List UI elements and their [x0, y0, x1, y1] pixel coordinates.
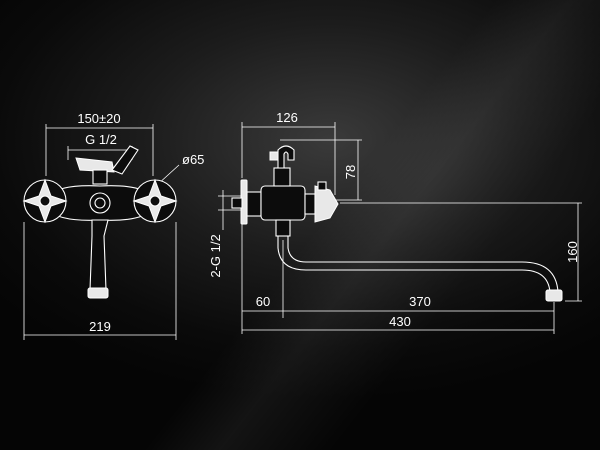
- dim-370-label: 370: [409, 294, 431, 309]
- shower-outlet: [111, 145, 139, 175]
- dim-430-label: 430: [389, 314, 411, 329]
- eccentric-connector: [246, 191, 262, 217]
- dim-150-label: 150±20: [77, 111, 120, 126]
- shower-holder: [277, 145, 295, 169]
- dim-diameter-label: ø65: [182, 152, 204, 167]
- side-view: 126 78 2-G 1/2: [208, 110, 582, 334]
- dim-126-label: 126: [276, 110, 298, 125]
- aerator: [87, 287, 109, 299]
- spout-swivel: [275, 219, 291, 237]
- dim-219-label: 219: [89, 319, 111, 334]
- diverter-knob: [269, 151, 279, 161]
- spout-aerator: [545, 289, 563, 302]
- spout-arm-inner: [287, 236, 559, 293]
- front-view: 150±20 G 1/2 ø65: [22, 111, 204, 340]
- diverter-lever: [75, 157, 115, 173]
- dim-78-label: 78: [343, 165, 358, 179]
- inlet-thread: [231, 197, 243, 209]
- valve-stem: [304, 193, 316, 215]
- body-center-hole: [94, 197, 106, 209]
- diverter-housing: [273, 167, 291, 187]
- diverter-stem: [92, 169, 108, 185]
- dim-160-label: 160: [565, 241, 580, 263]
- handle-cap: [39, 195, 51, 207]
- handle-cap: [149, 195, 161, 207]
- spout-arm-outer: [277, 236, 551, 293]
- spout-front: [89, 219, 109, 291]
- dim-g12-label: G 1/2: [85, 132, 117, 147]
- side-handle: [314, 185, 339, 223]
- left-handle: [22, 178, 68, 224]
- handle-top: [317, 181, 327, 191]
- dim-60-label: 60: [256, 294, 270, 309]
- dim-thread-label: 2-G 1/2: [208, 234, 223, 277]
- mixer-body-side: [260, 185, 306, 221]
- right-handle: [132, 178, 178, 224]
